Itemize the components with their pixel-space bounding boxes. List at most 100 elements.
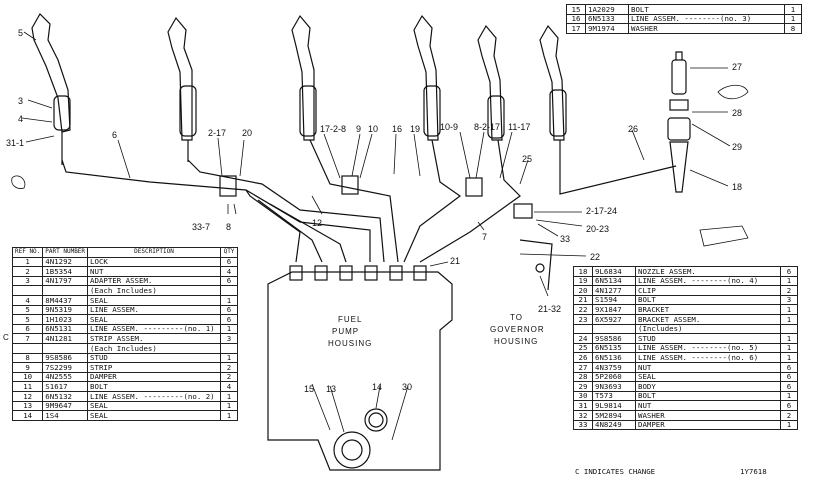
cell-pn: 8M4437	[42, 294, 89, 306]
callout-7: 7	[482, 232, 487, 242]
cell-pn: 9X1847	[592, 304, 636, 315]
cell-pn: 7S2299	[42, 362, 89, 373]
cell-ref: 9	[11, 362, 44, 373]
cell-desc: STRIP ASSEM.	[87, 333, 221, 344]
cell-qty: 1	[220, 352, 238, 364]
cell-ref: 12	[11, 390, 44, 402]
cell-qty: 6	[780, 371, 798, 383]
cell-pn: 9L9814	[592, 400, 636, 411]
callout-21: 21	[450, 256, 460, 266]
cell-pn: 9M9647	[42, 400, 89, 412]
cell-desc: (Includes)	[635, 323, 781, 335]
callout-12: 12	[312, 218, 322, 228]
cell-ref: 19	[573, 275, 593, 287]
cell-qty	[220, 342, 238, 354]
line-4	[403, 139, 462, 263]
header-part-number: PART NUMBER	[42, 247, 89, 258]
cell-qty: 1	[780, 352, 798, 363]
cell-ref: 26	[573, 352, 593, 363]
callout-10: 10	[368, 124, 378, 134]
fuel-pump-label-1: FUEL	[338, 315, 362, 324]
cell-ref: 29	[573, 381, 593, 392]
cell-desc: LINE ASSEM. --------(no. 6)	[635, 352, 781, 363]
cell-qty: 1	[780, 390, 798, 402]
fuel-pump-label-2: PUMP	[332, 327, 359, 336]
nozzle-exploded	[667, 51, 691, 193]
cell-desc: LINE ASSEM. --------(no. 4)	[635, 275, 781, 287]
cell-ref: 20	[573, 285, 593, 296]
cell-ref: 16	[566, 13, 586, 25]
cell-pn: 4N2555	[42, 371, 89, 383]
cell-pn: 1S4	[42, 410, 89, 421]
clamp-center	[341, 175, 359, 195]
cell-desc: NOZZLE ASSEM.	[635, 266, 781, 277]
nozzle-3	[291, 14, 317, 141]
cell-ref: 11	[11, 381, 44, 392]
cell-desc: DAMPER	[87, 371, 221, 383]
clamp-far-right	[513, 203, 533, 219]
governor-label-3: HOUSING	[494, 337, 538, 346]
cell-desc: BOLT	[635, 294, 781, 306]
callout-19: 19	[410, 124, 420, 134]
callout-31-1: 31-1	[6, 138, 24, 148]
cell-pn: 1H1023	[42, 314, 89, 325]
cell-ref	[11, 342, 44, 354]
cell-desc: ADAPTER ASSEM.	[87, 275, 221, 287]
cell-desc: NUT	[87, 266, 221, 277]
cell-desc: LINE ASSEM. ---------(no. 1)	[87, 323, 221, 335]
cell-desc: WASHER	[628, 23, 785, 34]
cell-qty: 8	[784, 23, 802, 34]
cell-desc: WASHER	[635, 409, 781, 421]
callout-8-2-17: 8-2-17	[474, 122, 500, 132]
cell-pn: 6N5131	[42, 323, 89, 335]
change-note: C INDICATES CHANGE	[575, 467, 656, 476]
cell-pn: 4N1281	[42, 333, 89, 344]
cell-ref: 27	[573, 361, 593, 373]
cell-qty: 6	[220, 256, 238, 268]
cell-qty: 1	[220, 323, 238, 335]
cell-desc: SEAL	[87, 410, 221, 421]
cell-desc: NUT	[635, 400, 781, 411]
cell-qty: 1	[780, 333, 798, 344]
header-qty: QTY	[220, 247, 238, 258]
nozzle-5	[477, 24, 505, 141]
cell-qty: 4	[220, 381, 238, 392]
cell-qty: 2	[220, 371, 238, 383]
cell-pn: 9S8586	[592, 333, 636, 344]
cell-pn: 5P2060	[592, 371, 636, 383]
callout-2-17: 2-17	[208, 128, 226, 138]
cell-ref: 31	[573, 400, 593, 411]
cell-desc: BOLT	[635, 390, 781, 402]
cell-pn: 9N3693	[592, 381, 636, 392]
cell-ref: 28	[573, 371, 593, 383]
cell-ref: 5	[11, 304, 44, 316]
cell-ref: 18	[573, 266, 593, 277]
cell-desc: BODY	[635, 381, 781, 392]
nozzle-1	[31, 13, 71, 165]
governor-label-1: TO	[510, 313, 523, 322]
callout-27: 27	[732, 62, 742, 72]
table-header-row: REF NO. PART NUMBER DESCRIPTION QTY	[11, 247, 238, 258]
cell-ref: 6	[11, 323, 44, 335]
cell-ref: 33	[573, 419, 593, 431]
cell-ref: 13	[11, 400, 44, 412]
cell-qty: 3	[220, 333, 238, 344]
cell-desc: SEAL	[87, 294, 221, 306]
cell-pn: 4N1292	[42, 256, 89, 268]
cell-desc: STUD	[87, 352, 221, 364]
